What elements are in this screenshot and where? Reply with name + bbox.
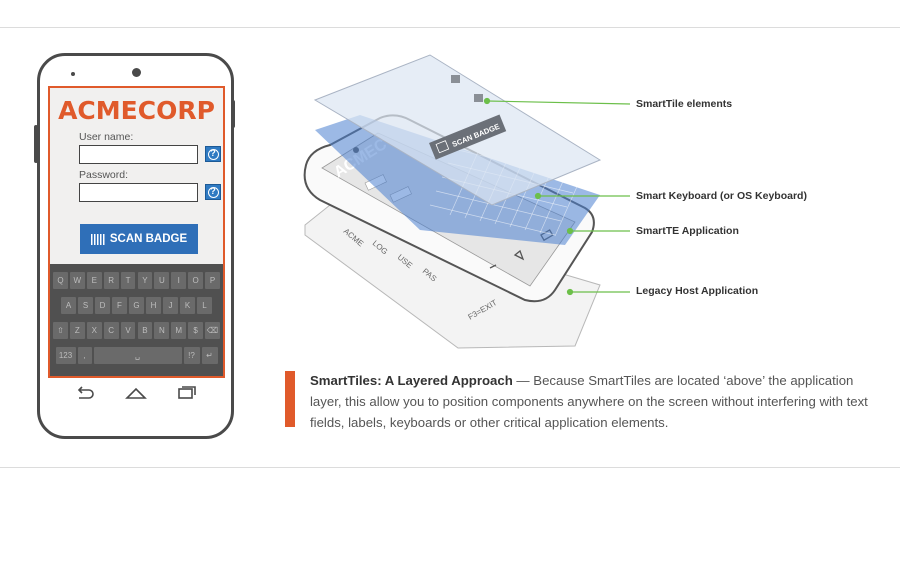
password-label: Password: bbox=[79, 169, 129, 181]
keyboard-key[interactable]: R bbox=[103, 272, 119, 289]
barcode-icon bbox=[90, 233, 105, 245]
keyboard-key[interactable]: 123 bbox=[55, 347, 76, 364]
keyboard-key[interactable]: J bbox=[163, 297, 178, 314]
keyboard-key[interactable]: B bbox=[137, 322, 153, 339]
caption-text: SmartTiles: A Layered Approach — Because… bbox=[310, 370, 885, 433]
tile-icon bbox=[474, 94, 483, 102]
keyboard-key[interactable]: ␣ bbox=[93, 347, 182, 364]
password-field[interactable] bbox=[79, 183, 198, 202]
keyboard-grid-line bbox=[554, 172, 584, 237]
power-button bbox=[231, 100, 235, 128]
keyboard-key[interactable]: ⌫ bbox=[205, 322, 220, 339]
callout-smarttile-elements: SmartTile elements bbox=[636, 98, 733, 110]
keyboard-grid-line bbox=[539, 169, 569, 234]
keyboard-key[interactable]: O bbox=[188, 272, 204, 289]
keyboard-key[interactable]: K bbox=[180, 297, 195, 314]
keyboard-key[interactable]: !? bbox=[183, 347, 200, 364]
keyboard-key[interactable]: Y bbox=[137, 272, 153, 289]
keyboard-key[interactable]: M bbox=[171, 322, 187, 339]
phone-nav-bar bbox=[40, 381, 231, 406]
back-icon bbox=[77, 386, 94, 399]
keyboard-key[interactable]: Z bbox=[69, 322, 85, 339]
sensor-dot bbox=[71, 72, 75, 76]
caption-accent-bar bbox=[285, 371, 295, 427]
keyboard-key[interactable]: C bbox=[103, 322, 119, 339]
smarttile-layer: SCAN BADGE bbox=[313, 54, 602, 206]
keyboard-key[interactable]: X bbox=[86, 322, 102, 339]
keyboard-key[interactable]: N bbox=[154, 322, 170, 339]
keyboard-key[interactable]: L bbox=[197, 297, 212, 314]
keyboard-key[interactable]: F bbox=[112, 297, 127, 314]
login-screen: ACMECORP User name: ? Password: ? SCAN B… bbox=[48, 86, 225, 378]
keyboard-key[interactable]: P bbox=[205, 272, 220, 289]
recents-icon bbox=[178, 386, 196, 399]
brand-logo: ACMECORP bbox=[58, 96, 215, 125]
scan-badge-label: SCAN BADGE bbox=[109, 233, 188, 245]
password-help-icon[interactable]: ? bbox=[205, 184, 221, 200]
volume-button bbox=[34, 125, 38, 163]
callout-smart-keyboard: Smart Keyboard (or OS Keyboard) bbox=[636, 190, 807, 202]
username-label: User name: bbox=[79, 131, 134, 143]
keyboard-key[interactable]: E bbox=[86, 272, 102, 289]
caption-title: SmartTiles: A Layered Approach bbox=[310, 373, 513, 388]
callout-legacy-host: Legacy Host Application bbox=[636, 285, 759, 297]
keyboard-key[interactable]: ↵ bbox=[201, 347, 218, 364]
keyboard-key[interactable]: G bbox=[129, 297, 144, 314]
keyboard-key[interactable]: ⇧ bbox=[53, 322, 68, 339]
keyboard-key[interactable]: A bbox=[61, 297, 76, 314]
keyboard-key[interactable]: W bbox=[69, 272, 85, 289]
keyboard-key[interactable]: S bbox=[78, 297, 93, 314]
keyboard-key[interactable]: U bbox=[154, 272, 170, 289]
callout-smartte-application: SmartTE Application bbox=[636, 225, 739, 237]
keyboard-key[interactable]: V bbox=[120, 322, 136, 339]
legacy-host-layer: ACME LOG USE PAS F3=EXIT bbox=[304, 204, 601, 349]
keyboard-key[interactable]: T bbox=[120, 272, 136, 289]
content-panel bbox=[0, 27, 900, 468]
tile-icon bbox=[451, 75, 460, 83]
keyboard-grid-line bbox=[429, 204, 556, 236]
caption-body: — Because SmartTiles are located ‘above’… bbox=[310, 373, 868, 430]
keyboard-key[interactable]: I bbox=[171, 272, 187, 289]
camera-icon bbox=[132, 68, 141, 77]
keyboard-key[interactable]: , bbox=[77, 347, 92, 364]
phone-mockup: ACMECORP User name: ? Password: ? SCAN B… bbox=[37, 53, 234, 439]
username-field[interactable] bbox=[79, 145, 198, 164]
keyboard-key[interactable]: Q bbox=[53, 272, 68, 289]
keyboard-key[interactable]: H bbox=[146, 297, 161, 314]
scan-badge-button[interactable]: SCAN BADGE bbox=[80, 224, 198, 254]
keyboard-key[interactable]: $ bbox=[188, 322, 204, 339]
username-help-icon[interactable]: ? bbox=[205, 146, 221, 162]
keyboard-grid-line bbox=[435, 190, 562, 222]
home-icon bbox=[125, 387, 147, 399]
keyboard-key[interactable]: D bbox=[95, 297, 110, 314]
